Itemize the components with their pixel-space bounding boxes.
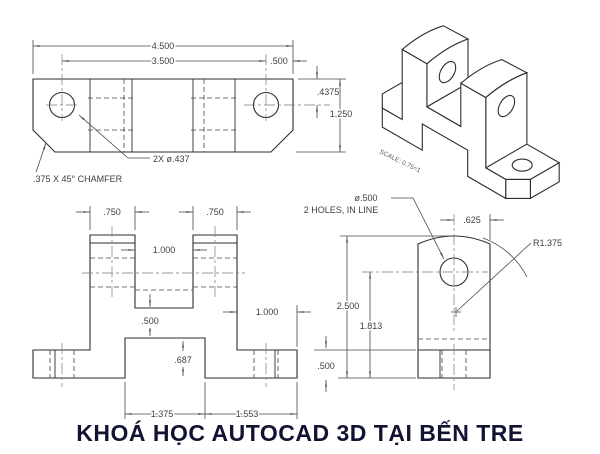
dim-right-overhang: 1.000 (256, 307, 279, 317)
dim-radius: R1.375 (533, 238, 562, 248)
scale-note: SCALE: 0.75=1 (378, 149, 422, 175)
isometric-view: SCALE: 0.75=1 (378, 25, 561, 200)
dim-tower-right: .750 (206, 207, 224, 217)
front-view: .750 .750 1.000 1.000 .500 .687 1.375 (32, 206, 311, 421)
page-title: KHOÁ HỌC AUTOCAD 3D TẠI BẾN TRE (76, 420, 524, 446)
iso-tower2-hole-icon (497, 94, 516, 118)
dim-tower-left: .750 (103, 207, 121, 217)
top-view: 4.500 3.500 .500 .4375 1.250 2X ø.437 .3… (32, 40, 354, 186)
dim-notch-depth: .687 (174, 355, 192, 365)
top-view-dimensions: 4.500 3.500 .500 .4375 1.250 2X ø.437 .3… (32, 40, 354, 186)
dim-height: 1.250 (330, 109, 353, 119)
dim-end-offset: .500 (270, 56, 288, 66)
dim-top: .625 (463, 215, 481, 225)
dim-notch-width: 1.375 (151, 409, 174, 419)
note-holes: 2X ø.437 (153, 154, 190, 164)
dim-height: 2.500 (337, 301, 360, 311)
dim-overall-width: 4.500 (152, 41, 175, 51)
side-view: .625 2.500 1.813 .500 ø.500 2 HOLES, IN … (302, 192, 564, 392)
dim-right-bottom: 1.553 (236, 409, 259, 419)
front-view-dimensions: .750 .750 1.000 1.000 .500 .687 1.375 (76, 206, 311, 421)
top-view-centerlines (46, 54, 330, 121)
dim-hole-from-top: .4375 (317, 87, 340, 97)
note-chamfer: .375 X 45° CHAMFER (33, 174, 123, 184)
iso-base-hole-icon (511, 158, 533, 172)
dim-gap: 1.000 (153, 245, 176, 255)
dim-web: .500 (141, 316, 159, 326)
dim-base: .500 (317, 361, 335, 371)
front-view-centerlines (61, 226, 267, 387)
dim-hole-height: 1.813 (360, 321, 383, 331)
top-view-interior-lines (88, 79, 237, 152)
dim-inner-width: 3.500 (152, 56, 175, 66)
note-holes-in-line: 2 HOLES, IN LINE (304, 205, 379, 215)
side-view-dimensions: .625 2.500 1.813 .500 ø.500 2 HOLES, IN … (302, 192, 564, 392)
side-view-centerlines (362, 214, 488, 390)
front-view-interior-lines (49, 242, 279, 378)
note-hole-dia: ø.500 (354, 193, 377, 203)
iso-tower1-hole-icon (438, 60, 457, 84)
